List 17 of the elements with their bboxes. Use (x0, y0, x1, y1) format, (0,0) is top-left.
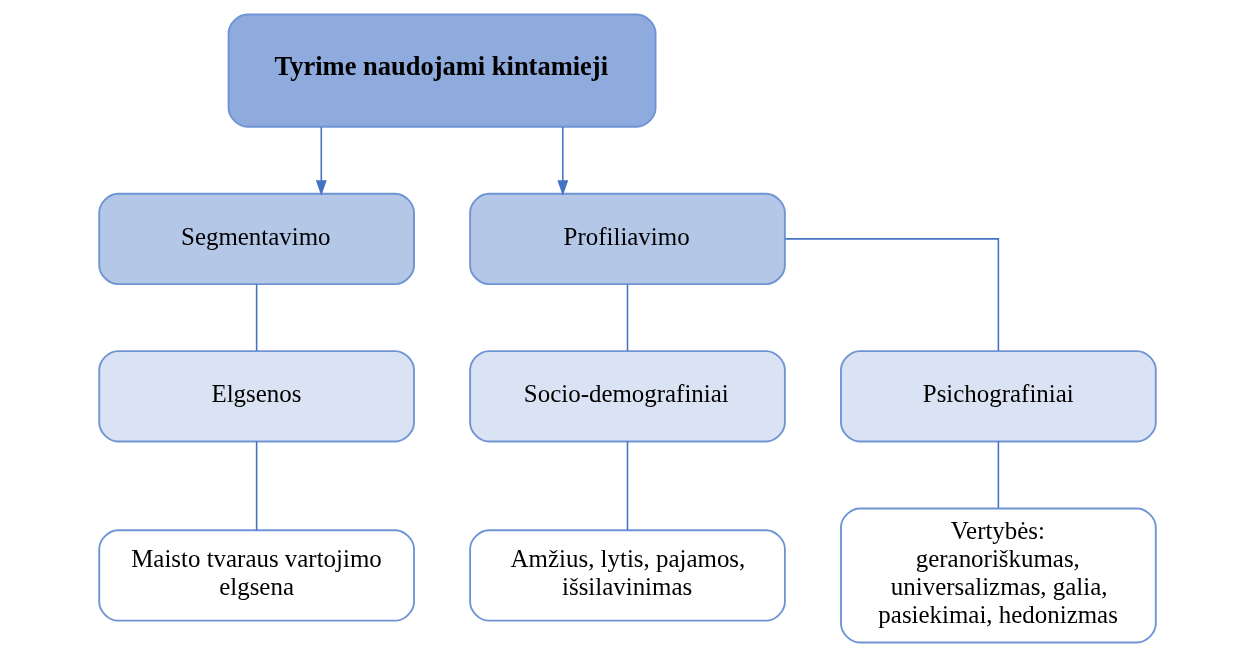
arrow (556, 126, 568, 196)
connector (255, 283, 257, 352)
node-box: Segmentavimo (97, 192, 415, 286)
connector (997, 440, 999, 509)
node-box: Psichografiniai (839, 350, 1157, 443)
node-box: Socio-demografiniai (468, 350, 786, 443)
node-box: Maisto tvaraus vartojimo elgsena (97, 529, 415, 622)
node-box: Amžius, lytis, pajamos, išsilavinimas (468, 529, 786, 622)
node-box: Tyrime naudojami kintamieji (227, 13, 656, 128)
node-box: Profiliavimo (468, 192, 786, 286)
node-box: Elgsenos (97, 350, 415, 443)
connector (626, 440, 628, 532)
connector (255, 440, 257, 532)
connector (784, 238, 999, 352)
connector (626, 283, 628, 352)
arrow (315, 126, 327, 196)
node-box: Vertybės: geranoriškumas, universalizmas, galia, pasiekimai, hedonizmas (839, 507, 1157, 644)
